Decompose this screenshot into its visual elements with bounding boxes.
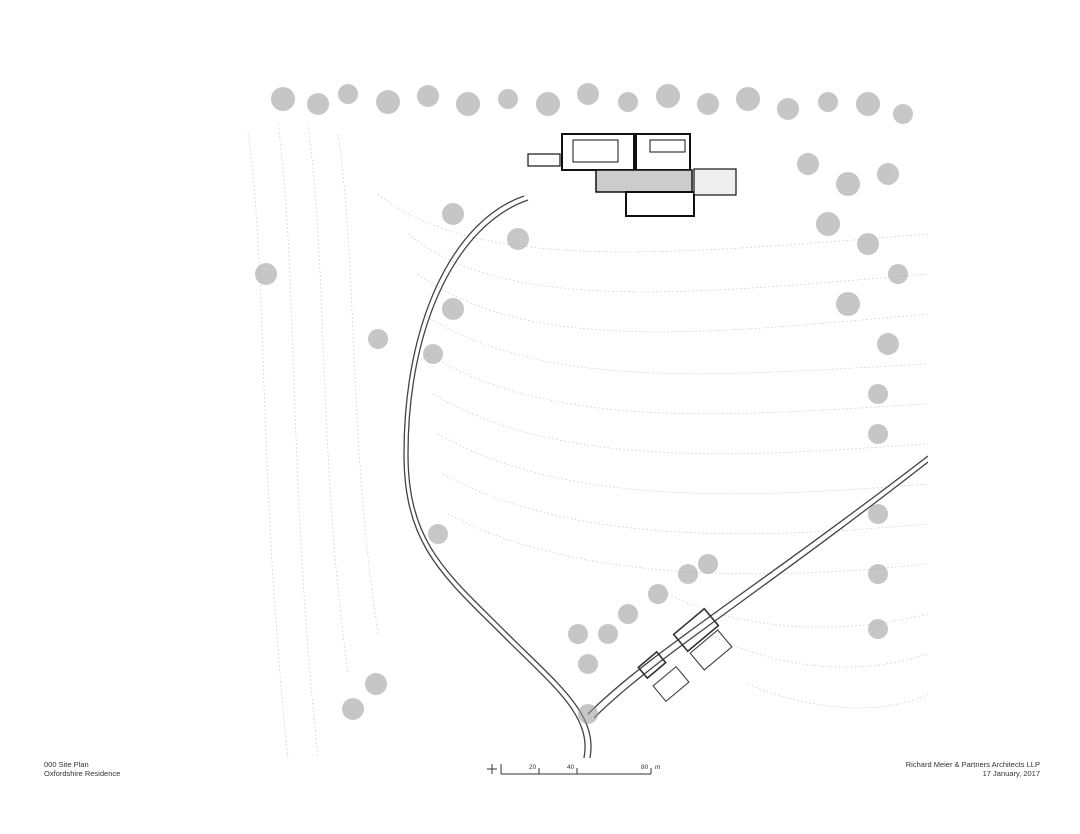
project-name: Oxfordshire Residence [44,769,121,778]
north-arrow-icon [487,764,497,774]
entrance-buildings [637,607,733,703]
firm-name: Richard Meier & Partners Architects LLP [905,760,1040,769]
drawing-title-block: 000 Site Plan Oxfordshire Residence [44,760,120,778]
scale-bar: 20 40 80 m [487,762,662,776]
drawing-date: 17 January, 2017 [982,769,1040,778]
access-drive [403,195,929,759]
site-plan-drawing [228,74,929,759]
drawing-title: 000 Site Plan [44,760,89,769]
firm-title-block: Richard Meier & Partners Architects LLP … [906,760,1040,778]
scale-unit: m [655,764,661,771]
scale-tick-20: 20 [529,764,537,771]
main-residence [527,133,737,217]
trees [255,83,913,724]
scale-tick-80: 80 [641,764,649,771]
scale-tick-40: 40 [567,764,575,771]
